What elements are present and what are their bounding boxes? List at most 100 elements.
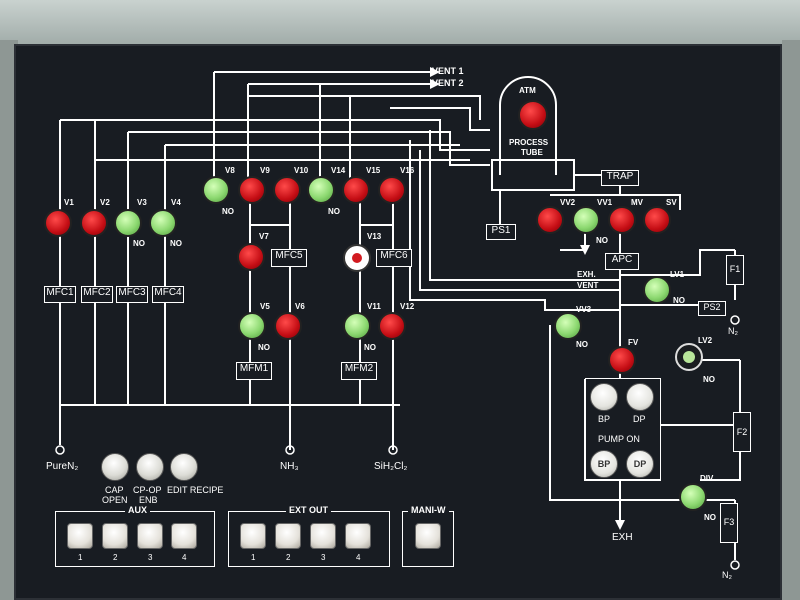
- lv2-no-label: NO: [703, 375, 715, 384]
- wall-background: [0, 0, 800, 48]
- dp-pump-on-button[interactable]: DP: [626, 450, 654, 478]
- process-tube-label-2: TUBE: [521, 148, 543, 157]
- valve-v15[interactable]: [342, 176, 370, 204]
- mani-w-button[interactable]: [415, 523, 441, 549]
- mfc3-box: MFC3: [116, 286, 148, 303]
- valve-v12[interactable]: [378, 312, 406, 340]
- ext-out-button-4[interactable]: [345, 523, 371, 549]
- aux-title: AUX: [125, 505, 151, 515]
- fv-label: FV: [628, 338, 639, 347]
- valve-lv1[interactable]: [643, 276, 671, 304]
- bp-pump-on-button[interactable]: BP: [590, 450, 618, 478]
- v9-label: V9: [260, 166, 270, 175]
- valve-v2[interactable]: [80, 209, 108, 237]
- div-label: DIV: [700, 474, 714, 483]
- lv1-no-label: NO: [673, 296, 685, 305]
- v3-label: V3: [137, 198, 147, 207]
- mani-w-title: MANI-W: [408, 505, 449, 515]
- v8-label: V8: [225, 166, 235, 175]
- valve-v10[interactable]: [273, 176, 301, 204]
- dp-label: DP: [633, 414, 646, 424]
- ext-out-button-2[interactable]: [275, 523, 301, 549]
- ext-out-num-3: 3: [321, 553, 326, 562]
- exh-vent-label-1: EXH.: [577, 270, 596, 279]
- mfc5-box: MFC5: [271, 249, 307, 267]
- vent2-label: VENT 2: [432, 78, 464, 88]
- cp-op-enb-button[interactable]: [136, 453, 164, 481]
- valve-v5[interactable]: [238, 312, 266, 340]
- n2-label-bottom: N₂: [722, 570, 732, 580]
- v3-no-label: NO: [133, 239, 145, 248]
- valve-v16[interactable]: [378, 176, 406, 204]
- lv1-label: LV1: [670, 270, 685, 279]
- ps2-box: PS2: [698, 301, 726, 316]
- valve-v7[interactable]: [237, 243, 265, 271]
- mfc4-box: MFC4: [152, 286, 184, 303]
- v15-label: V15: [366, 166, 381, 175]
- mv-label: MV: [631, 198, 643, 207]
- v16-label: V16: [400, 166, 415, 175]
- v11-no-label: NO: [364, 343, 376, 352]
- valve-v4[interactable]: [149, 209, 177, 237]
- ext-out-num-2: 2: [286, 553, 291, 562]
- ext-out-button-1[interactable]: [240, 523, 266, 549]
- atm-label: ATM: [519, 86, 536, 95]
- frame-left: [0, 40, 18, 600]
- v4-label: V4: [171, 198, 181, 207]
- valve-mv[interactable]: [608, 206, 636, 234]
- process-tube-label-1: PROCESS: [509, 138, 549, 147]
- valve-vv1[interactable]: [572, 206, 600, 234]
- valve-v14[interactable]: [307, 176, 335, 204]
- edit-recipe-button[interactable]: [170, 453, 198, 481]
- nh3-label: NH₃: [280, 461, 299, 472]
- valve-div[interactable]: [679, 483, 707, 511]
- aux-button-1[interactable]: [67, 523, 93, 549]
- ext-out-button-3[interactable]: [310, 523, 336, 549]
- vv3-no-label: NO: [576, 340, 588, 349]
- v2-label: V2: [100, 198, 110, 207]
- valve-fv[interactable]: [608, 346, 636, 374]
- valve-lv2[interactable]: [675, 343, 703, 371]
- valve-v3[interactable]: [114, 209, 142, 237]
- cp-op-enb-label-1: CP-OP: [133, 485, 162, 495]
- mfm1-box: MFM1: [236, 362, 272, 380]
- mfc2-box: MFC2: [81, 286, 113, 303]
- edit-recipe-label: EDIT RECIPE: [167, 485, 224, 495]
- valve-v6[interactable]: [274, 312, 302, 340]
- mfc1-box: MFC1: [44, 286, 76, 303]
- pure-n2-label: PureN₂: [46, 461, 79, 472]
- atm-indicator: [518, 100, 548, 130]
- trap-box: TRAP: [601, 170, 639, 186]
- bp-label: BP: [598, 414, 611, 424]
- dp-indicator[interactable]: [626, 383, 654, 411]
- sih2cl2-label: SiH₂Cl₂: [374, 461, 408, 472]
- valve-v8[interactable]: [202, 176, 230, 204]
- cap-open-button[interactable]: [101, 453, 129, 481]
- aux-num-4: 4: [182, 553, 187, 562]
- f1-box: F1: [726, 255, 744, 285]
- vv1-label: VV1: [597, 198, 613, 207]
- ext-out-num-4: 4: [356, 553, 361, 562]
- v14-label: V14: [331, 166, 346, 175]
- valve-v9[interactable]: [238, 176, 266, 204]
- f2-box: F2: [733, 412, 751, 452]
- valve-v1[interactable]: [44, 209, 72, 237]
- valve-v13[interactable]: [343, 244, 371, 272]
- vent1-label: VENT 1: [432, 66, 464, 76]
- aux-button-3[interactable]: [137, 523, 163, 549]
- aux-button-2[interactable]: [102, 523, 128, 549]
- valve-sv[interactable]: [643, 206, 671, 234]
- valve-vv3[interactable]: [554, 312, 582, 340]
- valve-v11[interactable]: [343, 312, 371, 340]
- pump-on-label: PUMP ON: [598, 434, 640, 444]
- mfm2-box: MFM2: [341, 362, 377, 380]
- vv3-label: VV3: [576, 305, 592, 314]
- valve-vv2[interactable]: [536, 206, 564, 234]
- aux-button-4[interactable]: [171, 523, 197, 549]
- v5-no-label: NO: [258, 343, 270, 352]
- aux-num-1: 1: [78, 553, 83, 562]
- aux-num-3: 3: [148, 553, 153, 562]
- bp-indicator[interactable]: [590, 383, 618, 411]
- ext-out-num-1: 1: [251, 553, 256, 562]
- v6-label: V6: [295, 302, 305, 311]
